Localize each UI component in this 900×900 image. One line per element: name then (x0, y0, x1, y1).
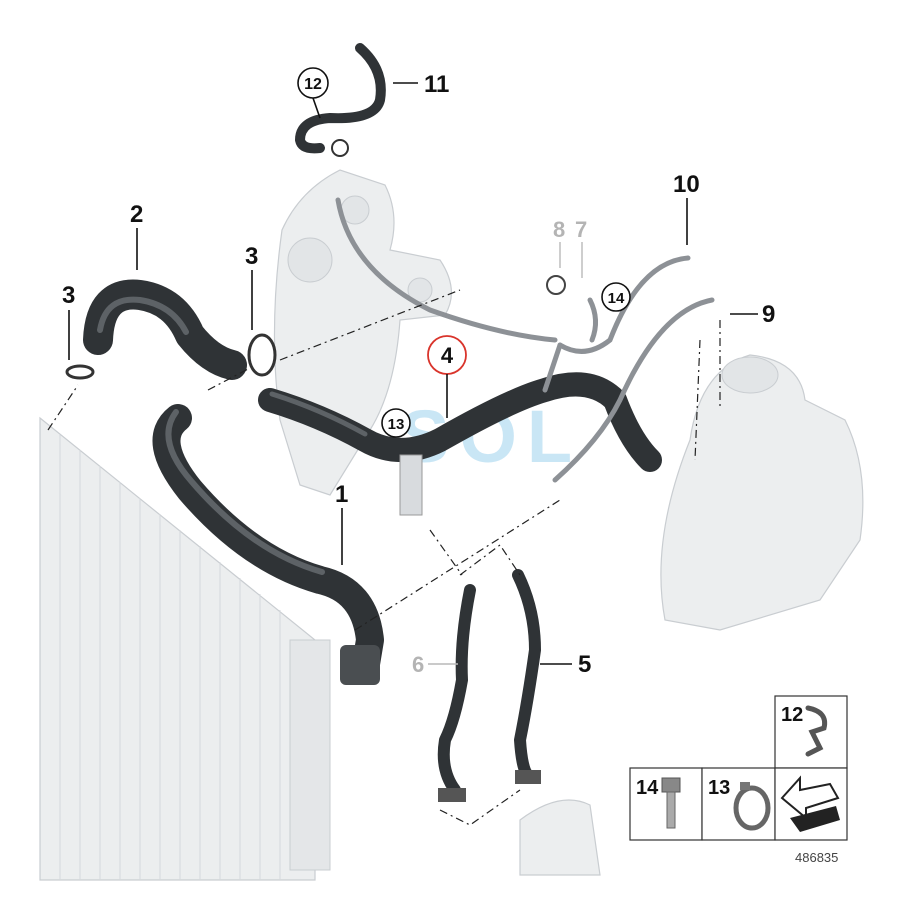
hose-part-5 (512, 569, 541, 784)
callout-9: 9 (730, 301, 775, 328)
callout-4: 4 (427, 335, 467, 418)
hose-part-6 (437, 584, 476, 802)
callout-10: 10 (673, 171, 700, 245)
part-8-ring (546, 275, 566, 295)
assembly-lines (47, 289, 721, 826)
callout-1: 1 (335, 481, 348, 565)
radiator (39, 416, 331, 881)
diagram-number: 486835 (795, 850, 838, 865)
callout-label-3a: 3 (62, 282, 75, 309)
callout-label-6: 6 (412, 652, 424, 677)
clamp-part-3-right (247, 333, 277, 377)
callout-label-5: 5 (578, 651, 591, 678)
callout-label-10: 10 (673, 171, 700, 198)
legend-label-14: 14 (636, 777, 659, 799)
callout-label-13: 13 (388, 416, 405, 433)
callout-3-right: 3 (245, 243, 258, 330)
hose-part-2 (83, 279, 247, 380)
callout-label-7: 7 (575, 217, 587, 242)
expansion-tank (660, 354, 864, 631)
callout-11: 11 (393, 71, 449, 98)
callout-label-3b: 3 (245, 243, 258, 270)
callout-3-left: 3 (62, 282, 75, 360)
callout-13: 13 (381, 408, 411, 438)
callout-8: 8 (553, 217, 565, 268)
callout-label-4: 4 (441, 343, 454, 368)
water-pump (519, 799, 601, 876)
callout-label-11: 11 (424, 71, 449, 98)
callout-label-9: 9 (762, 301, 775, 328)
callout-6: 6 (412, 652, 458, 677)
direction-arrow-icon (780, 775, 840, 832)
hose-clamp-icon (733, 782, 771, 831)
callout-label-8: 8 (553, 217, 565, 242)
hose-part-1 (152, 404, 384, 685)
callout-2: 2 (130, 201, 143, 270)
metal-pipes (335, 197, 715, 483)
callout-7: 7 (575, 217, 587, 278)
clip-icon (805, 705, 828, 757)
callout-14: 14 (601, 282, 631, 312)
legend-label-13: 13 (708, 777, 730, 799)
callout-label-2: 2 (130, 201, 143, 228)
hose-part-4 (258, 372, 662, 516)
clamp-part-3-left (65, 364, 95, 380)
bolt-icon (661, 777, 681, 829)
callout-5: 5 (540, 651, 591, 678)
legend-label-12: 12 (781, 704, 803, 726)
callout-label-12: 12 (304, 76, 322, 93)
callout-label-1: 1 (335, 481, 348, 508)
hose-part-11 (295, 43, 386, 157)
callout-label-14: 14 (608, 290, 625, 307)
legend-panel: 12 14 13 (629, 695, 848, 841)
callout-12: 12 (297, 67, 329, 119)
